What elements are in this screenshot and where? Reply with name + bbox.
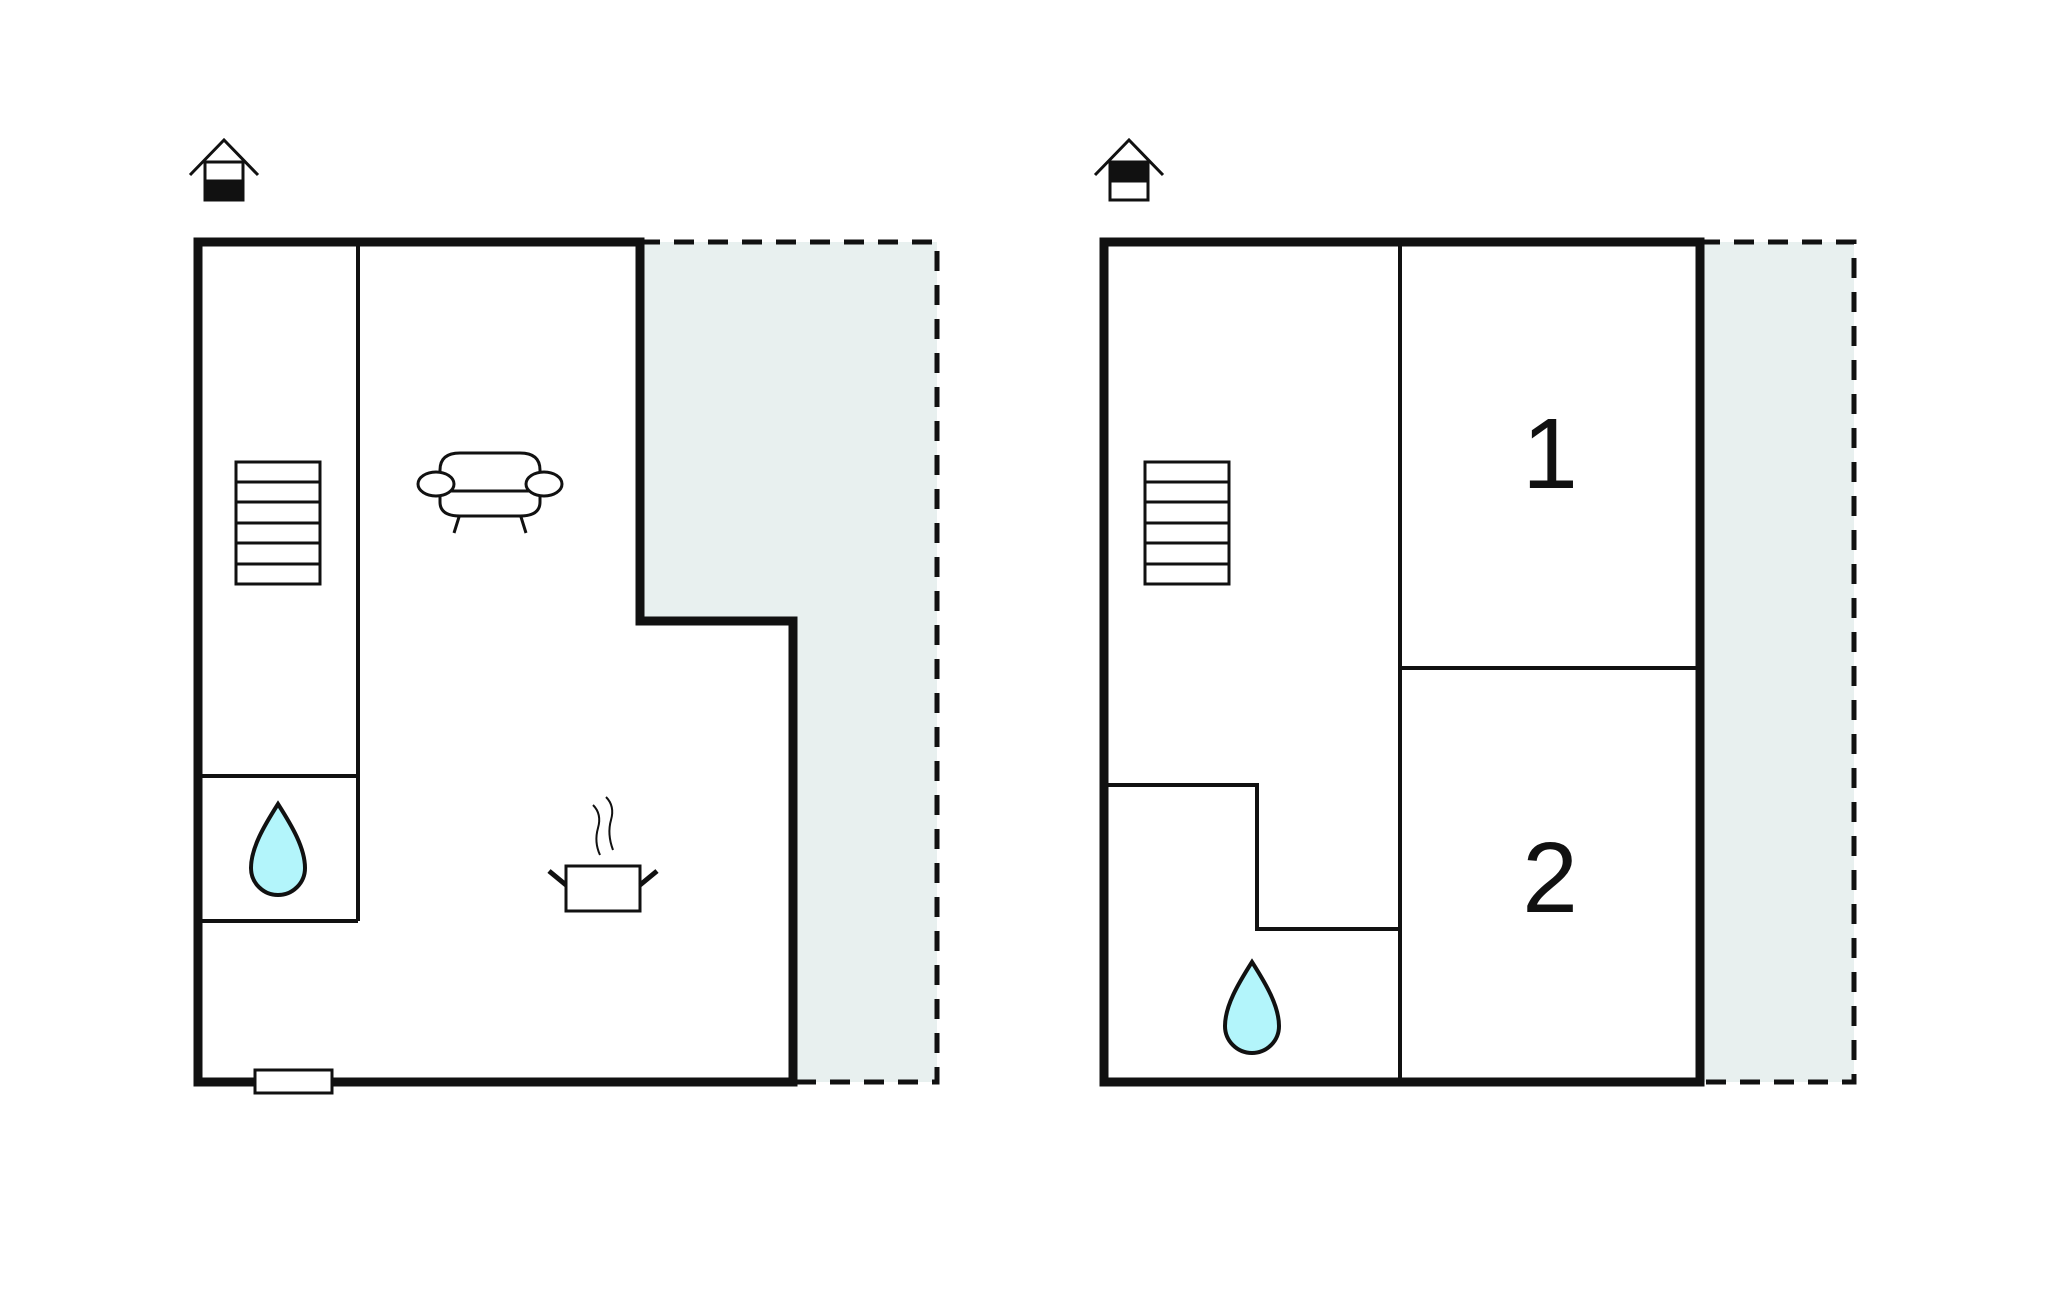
ground-floor-inner-walls	[198, 242, 360, 923]
house-ground-floor-icon	[188, 137, 260, 202]
sofa-icon	[416, 451, 564, 534]
door-icon	[253, 1068, 334, 1095]
bedroom-1-label: 1	[1522, 398, 1578, 510]
bedroom-2-label: 2	[1522, 822, 1578, 934]
upper-floor-plan: 1 2	[1093, 137, 1857, 1087]
balcony-outline-dashed	[1700, 239, 1857, 1085]
staircase-icon	[234, 460, 322, 586]
house-upper-floor-icon	[1093, 137, 1165, 202]
ground-floor-plan	[188, 137, 940, 1095]
water-drop-icon	[248, 800, 308, 897]
terrace-outline-dashed	[640, 239, 940, 1085]
upper-floor-inner-walls	[1104, 242, 1700, 1082]
ground-floor-outer-wall	[193, 237, 798, 1087]
cooking-pot-icon	[547, 796, 659, 913]
water-drop-icon	[1222, 958, 1282, 1055]
staircase-icon	[1143, 460, 1231, 586]
